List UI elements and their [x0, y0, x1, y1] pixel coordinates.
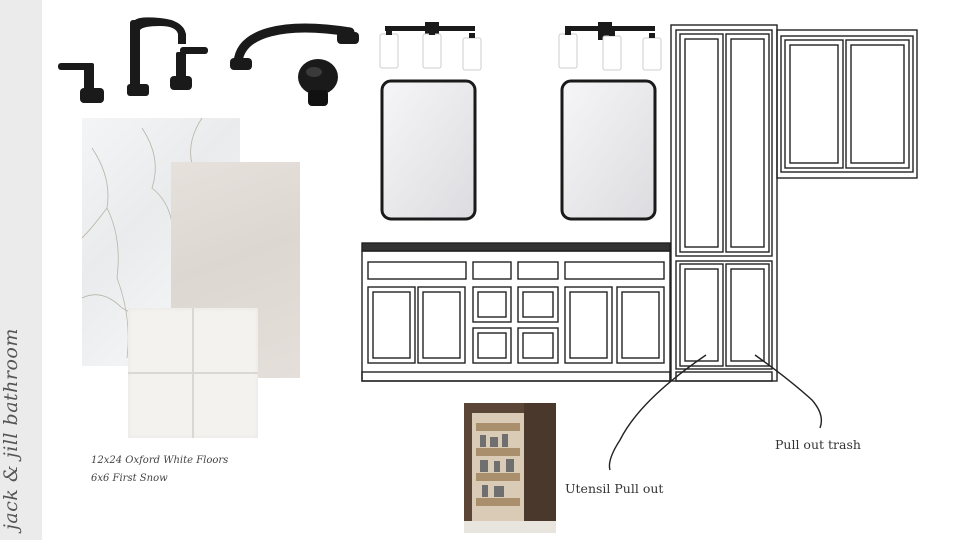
material-caption-tile: 6x6 First Snow	[91, 473, 168, 484]
material-caption-floors: 12x24 Oxford White Floors	[91, 455, 229, 466]
pullout-trash-label: Pull out trash	[775, 437, 861, 452]
sidebar: jack & jill bathroom	[0, 0, 42, 540]
page-title: jack & jill bathroom	[0, 328, 22, 530]
first-snow-tile-swatch	[128, 308, 258, 438]
utensil-pullout-label: Utensil Pull out	[565, 481, 664, 496]
utensil-pullout-photo	[464, 403, 556, 533]
